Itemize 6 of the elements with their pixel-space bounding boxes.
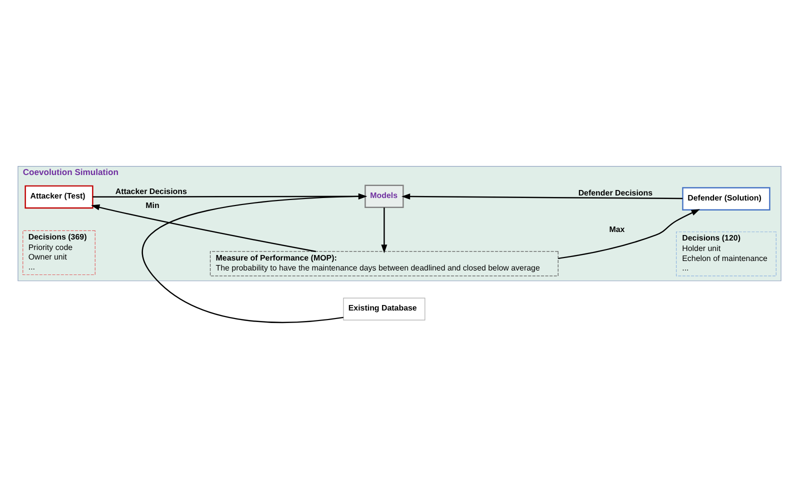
arrow (380, 207, 387, 253)
arrow (90, 204, 316, 252)
arrow (142, 192, 367, 323)
arrow (401, 193, 682, 200)
arrow (558, 208, 700, 259)
arrow (92, 192, 367, 199)
